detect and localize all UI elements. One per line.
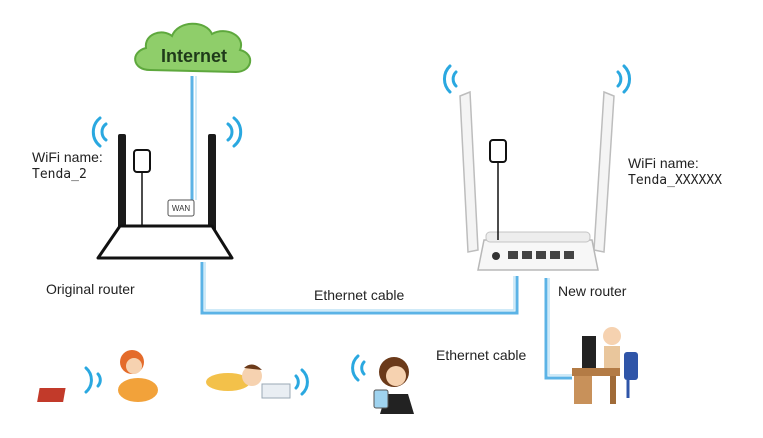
power-adapter-icon [489,139,507,163]
internet-label: Internet [161,46,227,66]
wan-port-badge: WAN [167,199,195,217]
wifi-signal-icon [91,116,243,148]
original-router-caption: Original router [46,281,135,297]
cable-router-to-pc [544,278,572,380]
wifi-signal-icon [443,64,631,94]
client-woman-with-tablet [351,354,414,414]
cable-router-to-router [200,262,519,315]
new-router [443,64,631,271]
original-router-wifi-name-label: WiFi name: [32,149,103,165]
new-router-wifi-name-value: Tenda_XXXXXX [628,173,722,188]
original-router: WAN [91,116,243,260]
new-router-wifi-name-label: WiFi name: [628,155,699,171]
internet-cloud: Internet [134,22,251,74]
router-link-cable-label: Ethernet cable [314,287,405,303]
original-router-wifi-name-value: Tenda_2 [32,167,87,182]
power-adapter-icon [133,149,151,173]
cable-internet-to-router [190,76,197,200]
client-girl-with-laptop [37,350,158,402]
new-router-caption: New router [558,283,627,299]
client-boy-with-laptop [206,364,309,399]
pc-link-cable-label: Ethernet cable [436,347,527,363]
svg-text:WAN: WAN [172,204,191,213]
client-man-at-desk [572,327,638,404]
